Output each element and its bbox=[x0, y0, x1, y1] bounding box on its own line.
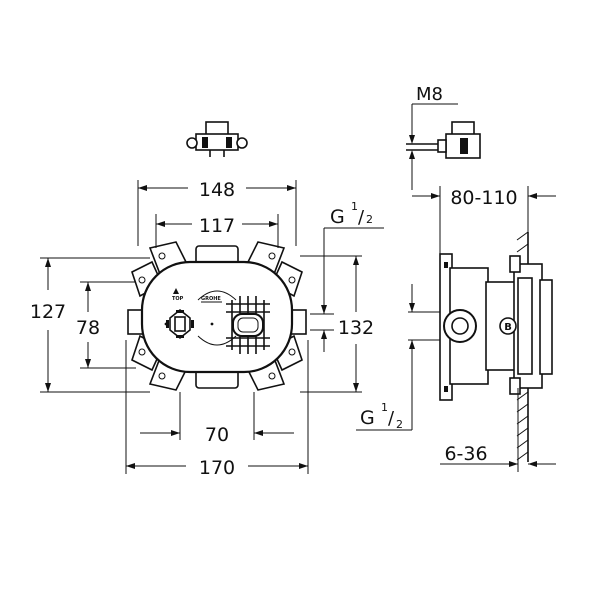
thread-front-g: G bbox=[330, 206, 345, 228]
dim-80-110: 80-110 bbox=[412, 186, 556, 254]
top-fitting-side bbox=[406, 121, 481, 159]
dim-6-36-label: 6-36 bbox=[444, 443, 487, 465]
dim-6-36: 6-36 bbox=[440, 388, 556, 472]
left-valve-nut bbox=[166, 308, 194, 340]
right-cartridge-grid bbox=[226, 296, 270, 354]
dim-148-label: 148 bbox=[199, 179, 235, 201]
thread-side-num: 1 bbox=[381, 401, 388, 414]
top-mark: TOP bbox=[172, 296, 184, 302]
dim-117: 117 bbox=[155, 214, 279, 248]
thread-g-half-side: G 1 / 2 bbox=[356, 284, 440, 431]
dim-80-110-label: 80-110 bbox=[450, 187, 517, 209]
side-view: B M8 80-110 bbox=[356, 84, 556, 472]
thread-front-slash: / bbox=[358, 207, 365, 228]
dim-70: 70 bbox=[140, 392, 294, 446]
dim-m8: M8 bbox=[409, 84, 458, 190]
valve-body: TOP GROHE bbox=[140, 260, 294, 374]
body-side: B bbox=[439, 253, 553, 401]
dim-132-label: 132 bbox=[338, 317, 374, 339]
thread-side-g: G bbox=[360, 407, 375, 429]
top-pipe-fitting bbox=[186, 121, 248, 157]
cartridge-label: B bbox=[504, 322, 512, 333]
bolt-size-label: M8 bbox=[416, 84, 443, 105]
dim-170-label: 170 bbox=[199, 457, 235, 479]
thread-front-num: 1 bbox=[351, 200, 358, 213]
dim-117-label: 117 bbox=[199, 215, 235, 237]
thread-side-den: 2 bbox=[396, 418, 403, 431]
mounting-frame bbox=[127, 241, 307, 391]
dim-70-label: 70 bbox=[205, 424, 229, 446]
dim-148: 148 bbox=[137, 179, 297, 246]
dim-127-label: 127 bbox=[30, 301, 66, 323]
dim-127: 127 bbox=[30, 257, 150, 393]
front-view: TOP GROHE 148 117 bbox=[30, 121, 384, 479]
dim-78-label: 78 bbox=[76, 317, 100, 339]
thread-g-half-front: G 1 / 2 bbox=[310, 200, 384, 352]
brand-mark: GROHE bbox=[201, 296, 221, 302]
thread-front-den: 2 bbox=[366, 213, 373, 226]
dim-132: 132 bbox=[300, 255, 374, 393]
dim-170: 170 bbox=[125, 340, 309, 479]
dim-78: 78 bbox=[76, 281, 136, 369]
thread-side-slash: / bbox=[388, 408, 395, 429]
